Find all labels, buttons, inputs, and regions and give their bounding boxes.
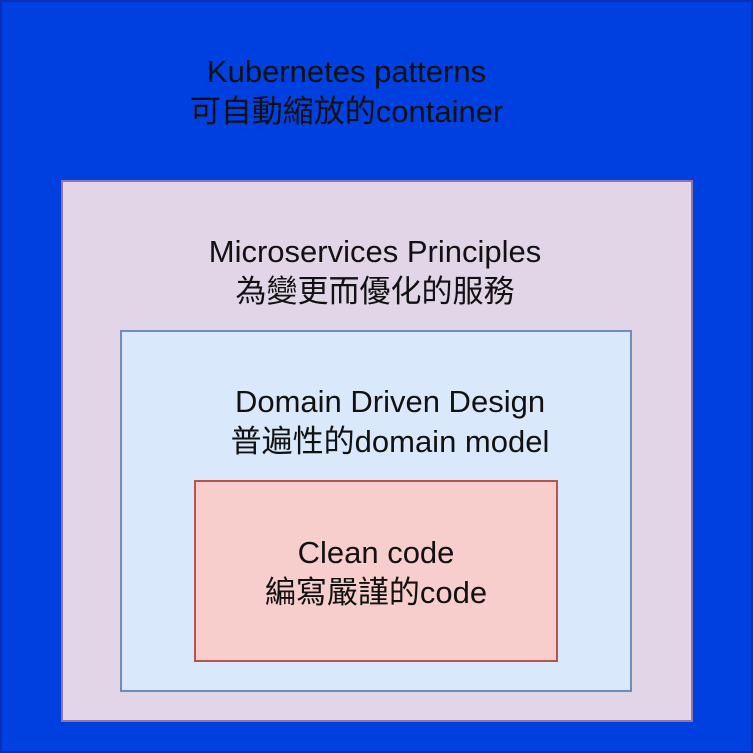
- microservices-principles-label: Microservices Principles 為變更而優化的服務: [160, 232, 590, 312]
- microservices-principles-title: Microservices Principles: [208, 234, 542, 269]
- kubernetes-patterns-label: Kubernetes patterns 可自動縮放的container: [120, 52, 573, 132]
- kubernetes-patterns-subtitle: 可自動縮放的container: [189, 94, 504, 129]
- domain-driven-design-label: Domain Driven Design 普遍性的domain model: [190, 382, 590, 462]
- clean-code-box: [194, 480, 558, 662]
- clean-code-label: Clean code 編寫嚴謹的code: [194, 533, 558, 613]
- clean-code-subtitle: 編寫嚴謹的code: [264, 575, 488, 610]
- domain-driven-design-title: Domain Driven Design: [234, 384, 546, 419]
- microservices-principles-subtitle: 為變更而優化的服務: [235, 274, 515, 309]
- kubernetes-patterns-title: Kubernetes patterns: [206, 54, 487, 89]
- clean-code-title: Clean code: [297, 535, 455, 570]
- domain-driven-design-subtitle: 普遍性的domain model: [230, 424, 550, 459]
